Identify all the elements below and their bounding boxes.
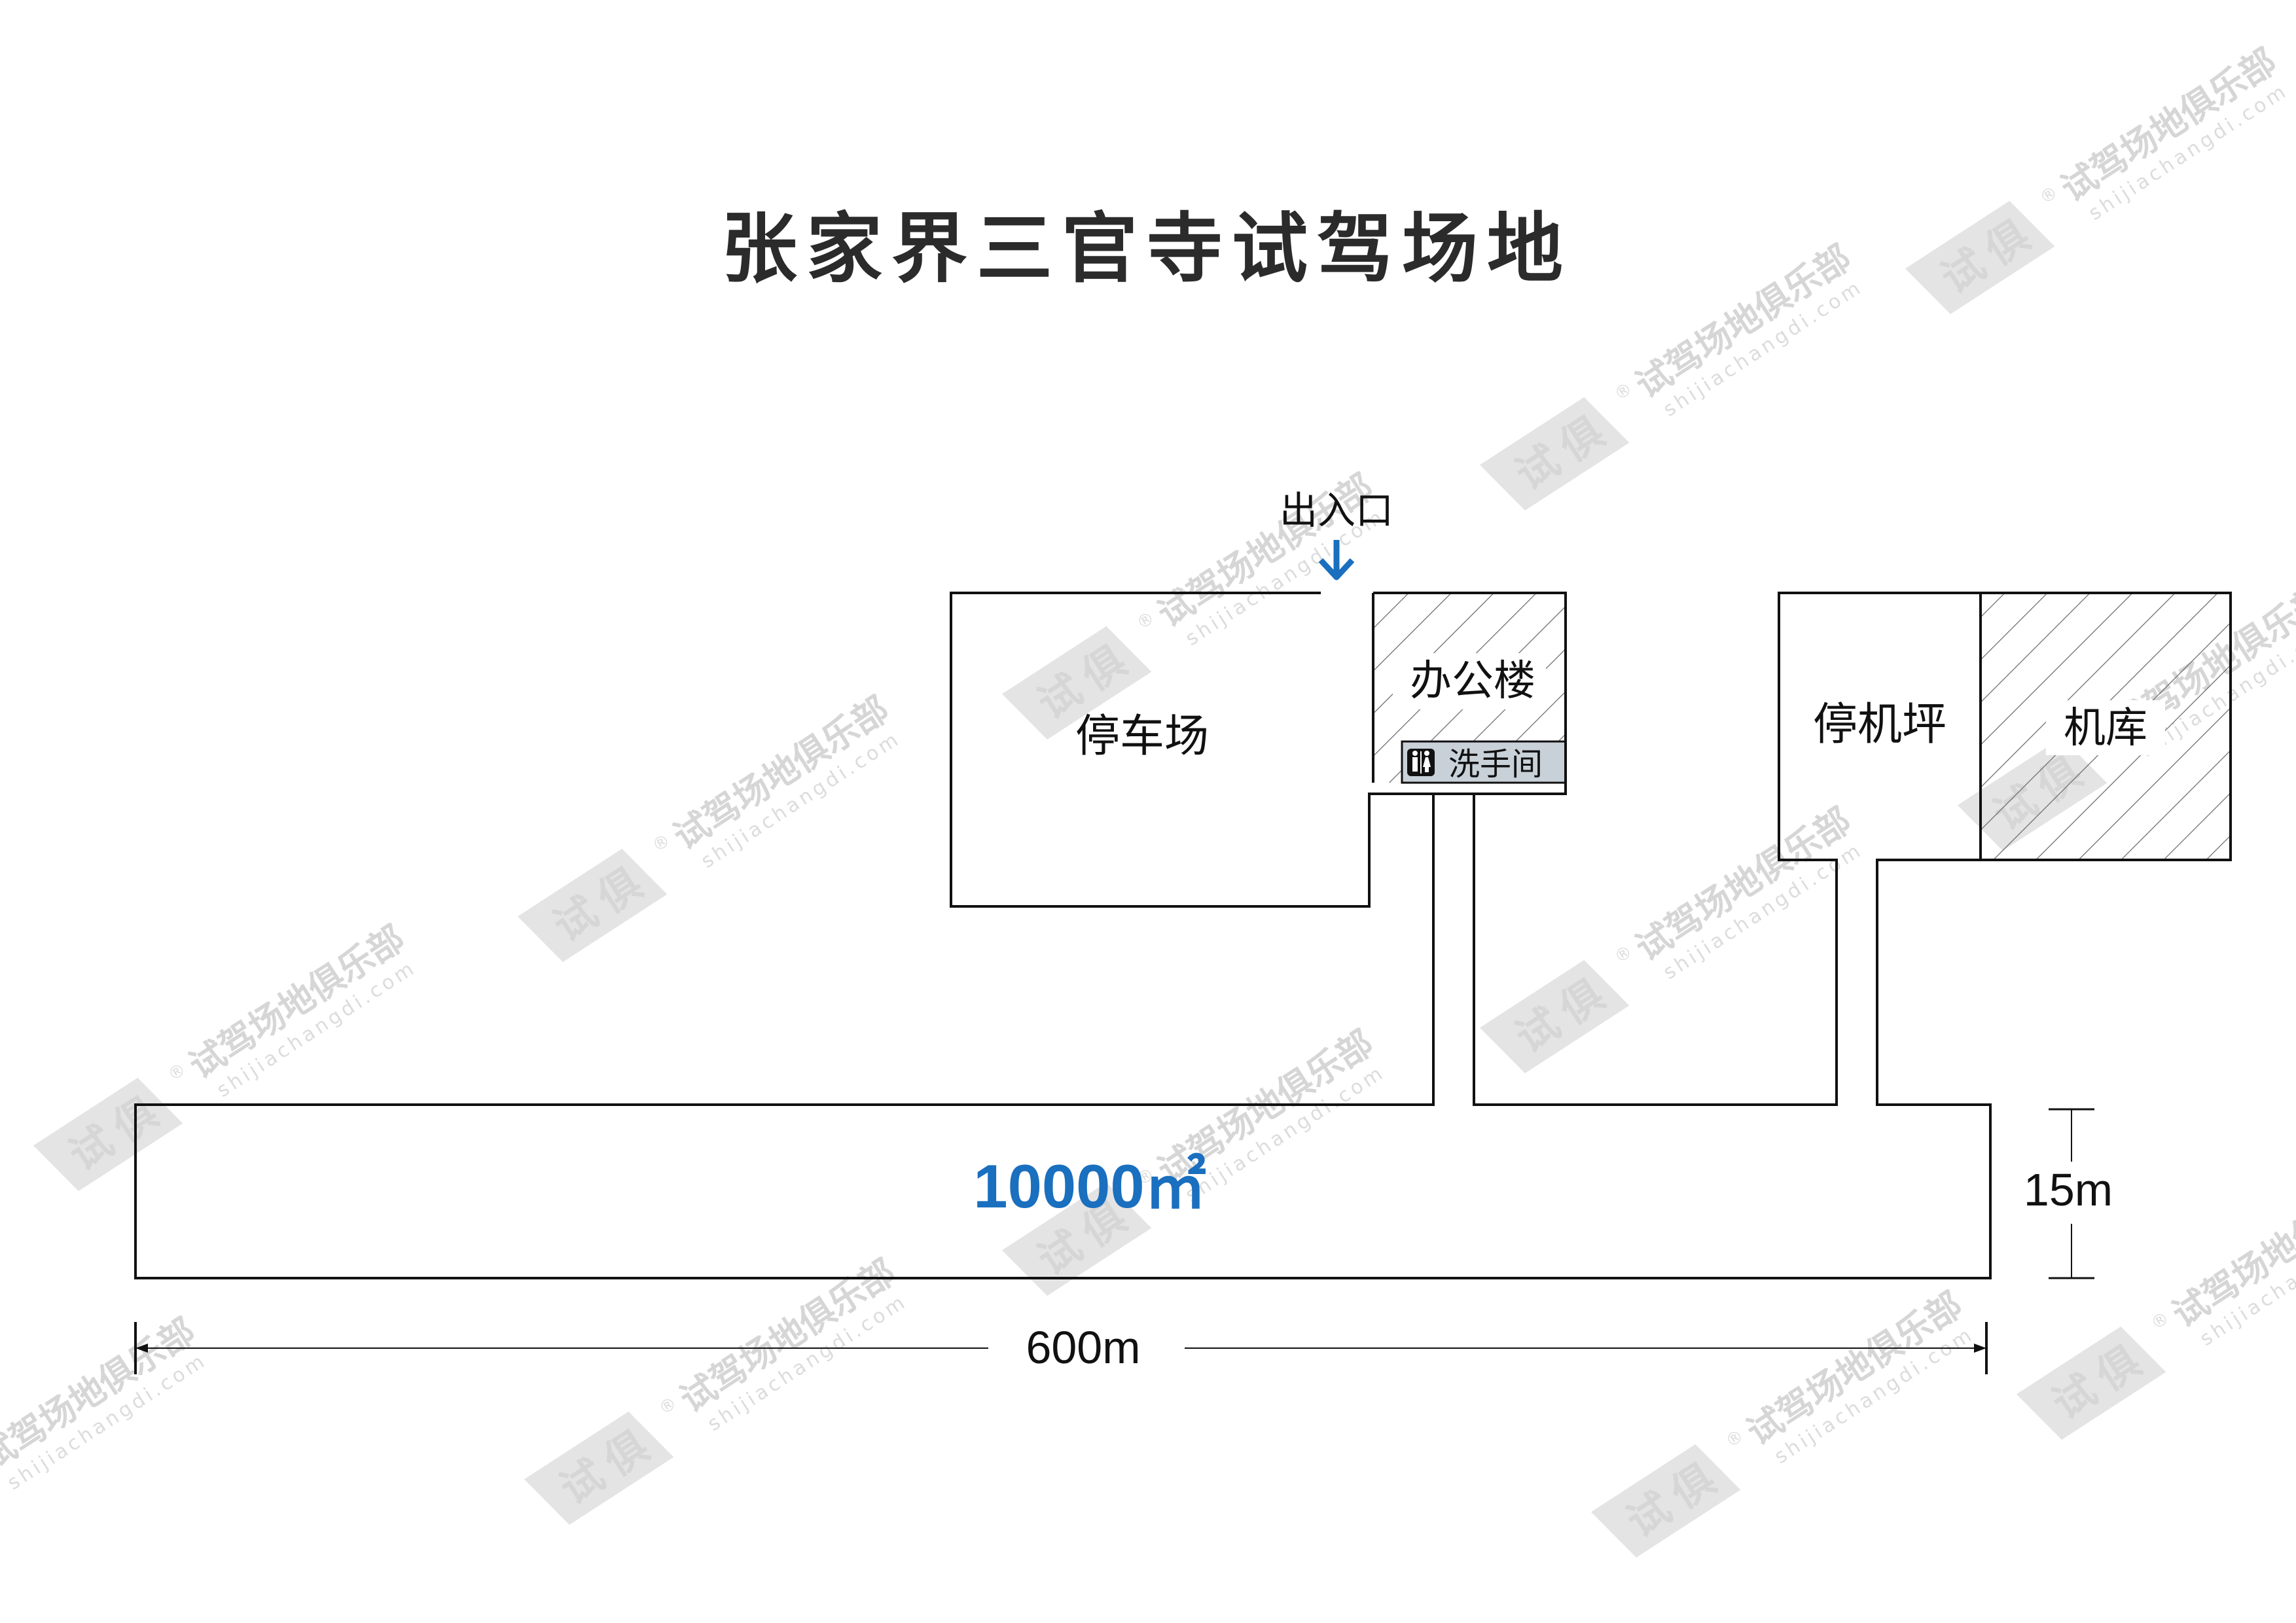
office-label-backdrop: [1393, 653, 1546, 709]
watermark-registered-mark: ®: [649, 830, 674, 856]
track-area-value: 10000㎡: [973, 1152, 1206, 1221]
watermark-badge: [1001, 626, 1152, 740]
watermark-registered-mark: ®: [656, 1393, 681, 1419]
restroom-icon: [1407, 749, 1435, 776]
track-width-label: 15m: [2024, 1164, 2113, 1215]
watermark-registered-mark: ®: [2148, 1308, 2173, 1334]
watermark-registered-mark: ®: [2037, 183, 2062, 208]
watermark-badge: [1479, 397, 1630, 510]
watermark-badge: [517, 848, 668, 962]
watermark-registered-mark: ®: [1723, 1426, 1748, 1452]
watermark-registered-mark: ®: [165, 1060, 190, 1085]
watermark-registered-mark: ®: [1611, 379, 1636, 404]
site-outline: [134, 592, 2232, 1279]
length-dimension: [134, 1322, 1988, 1374]
restroom-label: 洗手间: [1448, 747, 1543, 782]
watermark-brand: 试驾场地俱乐部: [0, 1310, 202, 1480]
watermark-badge: [2016, 1326, 2166, 1440]
watermark-badge: [1590, 1444, 1741, 1558]
width-dimension: [2049, 1108, 2094, 1279]
watermark-badge: [1479, 959, 1630, 1073]
watermark-badge: [1905, 200, 2055, 314]
watermark-registered-mark: ®: [1611, 942, 1636, 967]
parking-label: 停车场: [1075, 711, 1209, 761]
track-length-label: 600m: [1026, 1322, 1140, 1373]
apron-label: 停机坪: [1813, 700, 1946, 749]
entrance-arrow-icon: [1318, 540, 1355, 580]
watermark-registered-mark: ®: [1134, 608, 1158, 633]
office-label: 办公楼: [1410, 657, 1535, 704]
watermark-badge: [33, 1077, 183, 1191]
hangar-label: 机库: [2064, 704, 2147, 751]
watermark-badge: [1001, 1182, 1152, 1296]
page-title: 张家界三官寺试驾场地: [721, 205, 1572, 293]
hangar-label-backdrop: [2046, 700, 2165, 755]
watermark-badge: [524, 1411, 674, 1525]
entrance-label: 出入口: [1280, 490, 1393, 532]
